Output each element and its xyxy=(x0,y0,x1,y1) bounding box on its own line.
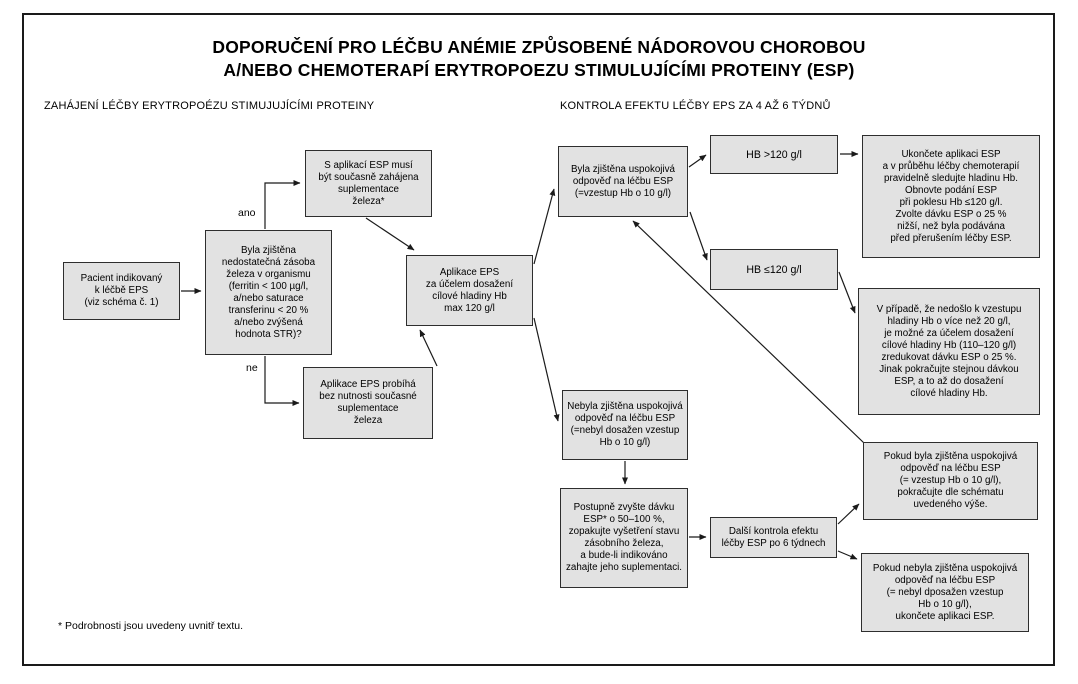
node-continue-scheme-above: Pokud byla zjištěna uspokojivá odpověď n… xyxy=(863,442,1038,520)
page-title-line2: A/NEBO CHEMOTERAPÍ ERYTROPOEZU STIMULUJÍ… xyxy=(223,60,855,80)
node-unsatisfactory-response: Nebyla zjištěna uspokojivá odpověď na lé… xyxy=(562,390,688,460)
node-stop-esp-final: Pokud nebyla zjištěna uspokojivá odpověď… xyxy=(861,553,1029,632)
edge-label-yes: ano xyxy=(238,207,256,219)
node-hb-below-120: HB ≤120 g/l xyxy=(710,249,838,290)
right-section-heading: KONTROLA EFEKTU LÉČBY EPS ZA 4 AŽ 6 TÝDN… xyxy=(560,100,831,112)
footnote: * Podrobnosti jsou uvedeny uvnitř textu. xyxy=(58,620,244,632)
page-title-line1: DOPORUČENÍ PRO LÉČBU ANÉMIE ZPŮSOBENÉ NÁ… xyxy=(212,37,866,57)
node-patient-indicated: Pacient indikovaný k léčbě EPS (viz sché… xyxy=(63,262,180,320)
node-hb-above-120: HB >120 g/l xyxy=(710,135,838,174)
left-section-heading: ZAHÁJENÍ LÉČBY ERYTROPOÉZU STIMUJUJÍCÍMI… xyxy=(44,100,375,112)
edge-label-no: ne xyxy=(246,362,258,374)
node-reduce-dose-25: V případě, že nedošlo k vzestupu hladiny… xyxy=(858,288,1040,415)
node-no-iron-supplement: Aplikace EPS probíhá bez nutnosti součas… xyxy=(303,367,433,439)
node-stop-esp-monitor-hb: Ukončete aplikaci ESP a v průběhu léčby … xyxy=(862,135,1040,258)
page-border xyxy=(22,13,1055,666)
node-next-check-6-weeks: Další kontrola efektu léčby ESP po 6 týd… xyxy=(710,517,837,558)
node-increase-dose: Postupně zvyšte dávku ESP* o 50–100 %, z… xyxy=(560,488,688,588)
node-eps-application: Aplikace EPS za účelem dosažení cílové h… xyxy=(406,255,533,326)
node-start-iron-supplement: S aplikací ESP musí být současně zahájen… xyxy=(305,150,432,217)
node-satisfactory-response: Byla zjištěna uspokojivá odpověď na léčb… xyxy=(558,146,688,217)
page-title: DOPORUČENÍ PRO LÉČBU ANÉMIE ZPŮSOBENÉ NÁ… xyxy=(0,36,1078,82)
node-iron-deficiency-decision: Byla zjištěna nedostatečná zásoba železa… xyxy=(205,230,332,355)
